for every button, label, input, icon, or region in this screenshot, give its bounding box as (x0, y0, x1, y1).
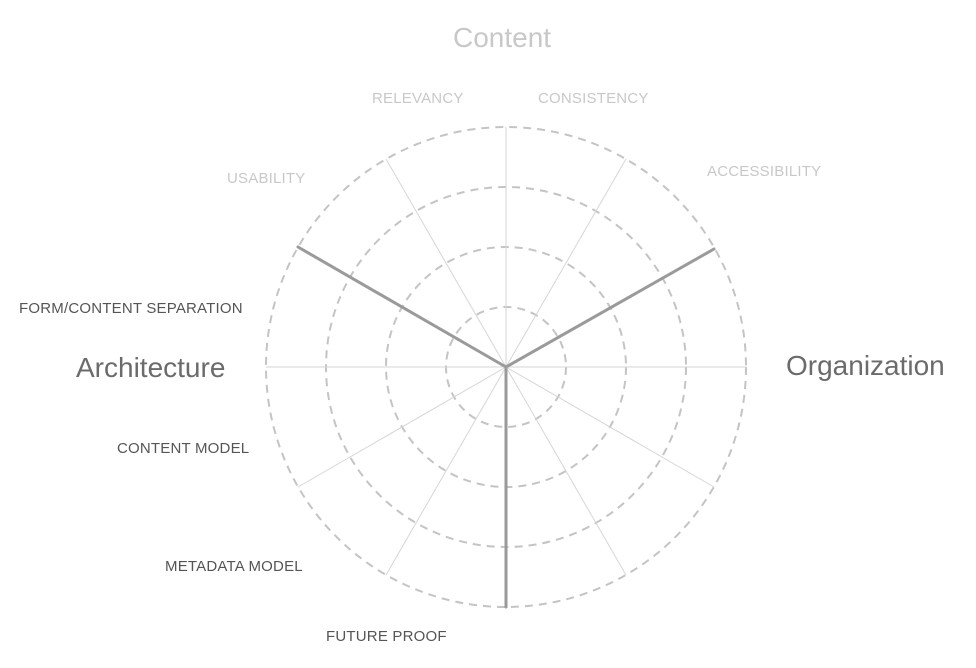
divider-content-organization (504, 247, 716, 369)
spoke-210 (385, 366, 507, 576)
axis-label-form-content-separation: FORM/CONTENT SEPARATION (19, 300, 243, 317)
sector-title-content: Content (453, 22, 552, 53)
spoke-330 (385, 158, 507, 368)
divider-architecture-content (296, 245, 508, 369)
spoke-240 (297, 366, 507, 488)
spokes (266, 127, 746, 576)
sector-dividers (296, 245, 716, 609)
spoke-150 (505, 366, 627, 576)
spoke-120 (505, 366, 715, 488)
axis-label-consistency: CONSISTENCY (538, 90, 649, 107)
axis-label-content-model: CONTENT MODEL (117, 440, 250, 457)
axis-label-relevancy: RELEVANCY (372, 90, 464, 107)
spoke-30 (505, 158, 627, 368)
axis-label-metadata-model: METADATA MODEL (165, 558, 303, 575)
sector-title-organization: Organization (786, 350, 945, 381)
axis-label-accessibility: ACCESSIBILITY (707, 163, 822, 180)
axis-label-future-proof: FUTURE PROOF (326, 628, 447, 645)
sector-title-architecture: Architecture (76, 352, 226, 383)
axis-label-usability: USABILITY (227, 170, 306, 187)
